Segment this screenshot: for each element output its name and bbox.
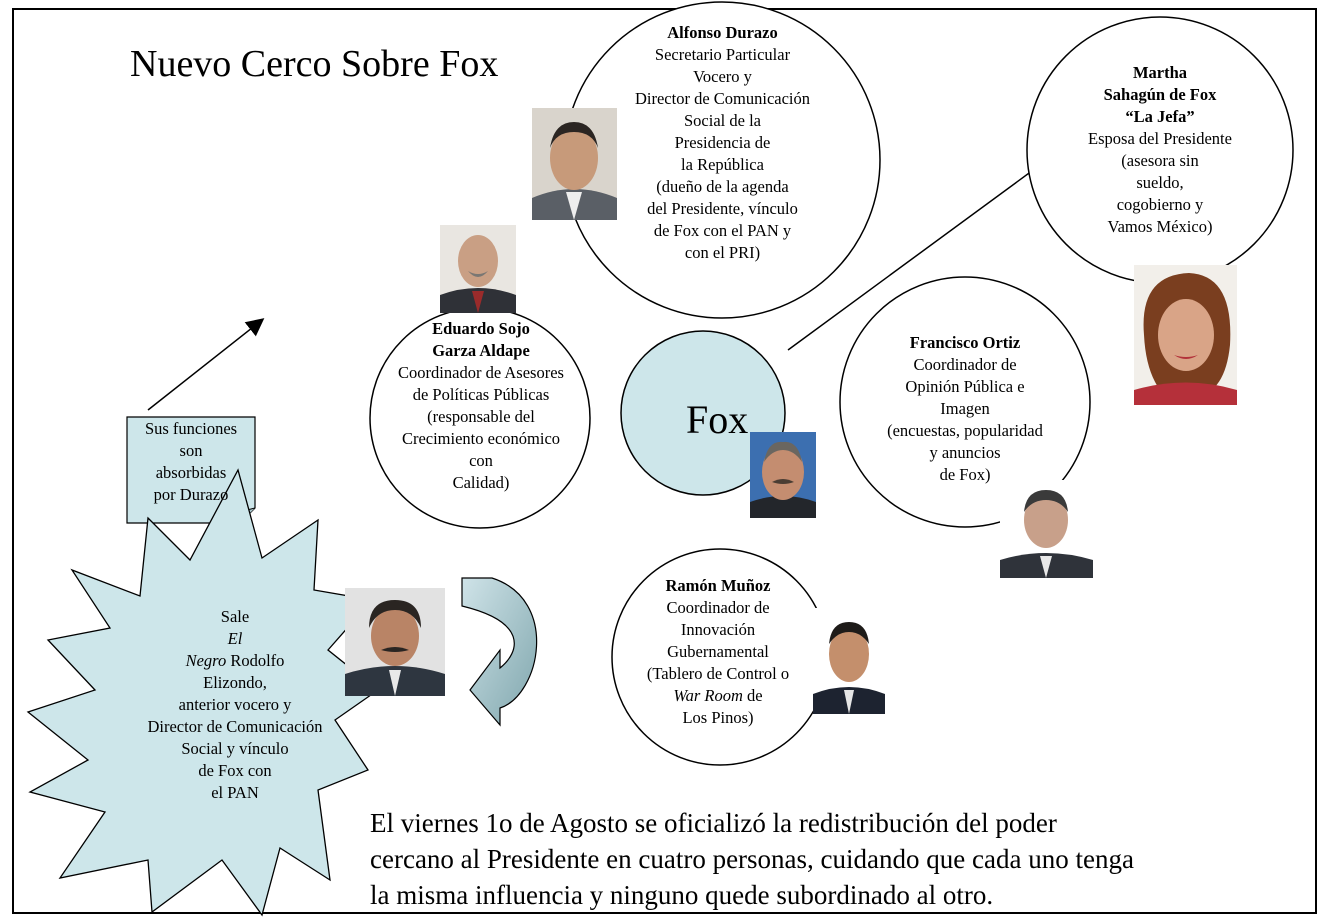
portrait-image — [532, 108, 617, 220]
ortiz-name: Francisco Ortiz — [909, 333, 1021, 352]
burst-line: el PAN — [211, 783, 259, 802]
durazo-name: Alfonso Durazo — [667, 23, 778, 42]
ortiz-text: Francisco Ortiz Coordinador de Opinión P… — [850, 332, 1080, 486]
ortiz-line: Imagen — [940, 399, 990, 418]
note-text: Sus funciones son absorbidas por Durazo — [128, 418, 254, 506]
sojo-line: Calidad) — [452, 473, 510, 492]
portrait-image — [1134, 265, 1237, 405]
sojo-line: (responsable del — [427, 407, 535, 426]
ortiz-photo — [1000, 480, 1093, 578]
martha-line: Esposa del Presidente — [1088, 129, 1232, 148]
munoz-line-warroom: War Room de — [618, 685, 818, 707]
sojo-name-line: Eduardo Sojo — [432, 319, 530, 338]
munoz-line: (Tablero de Control o — [646, 664, 790, 683]
note-line: son — [179, 441, 203, 460]
note-line: Sus funciones — [144, 419, 238, 438]
munoz-war-room: War Room — [673, 686, 743, 705]
portrait-image — [1000, 480, 1093, 578]
burst-line: Social y vínculo — [181, 739, 289, 758]
connector-fox-martha — [787, 164, 1041, 351]
footer-line: cercano al Presidente en cuatro personas… — [370, 844, 1134, 874]
ortiz-line: de Fox) — [939, 465, 991, 484]
sojo-line: con — [469, 451, 493, 470]
page-title: Nuevo Cerco Sobre Fox — [130, 43, 499, 85]
curved-arrow — [461, 577, 538, 727]
durazo-line: del Presidente, vínculo — [647, 199, 798, 218]
sojo-line: de Políticas Públicas — [412, 385, 550, 404]
durazo-text: Alfonso Durazo Secretario Particular Voc… — [600, 22, 845, 264]
footer-paragraph: El viernes 1o de Agosto se oficializó la… — [370, 805, 1134, 913]
burst-line: Director de Comunicación — [147, 717, 323, 736]
ortiz-line: (encuestas, popularidad — [887, 421, 1043, 440]
burst-text: Sale El Negro Rodolfo Elizondo, anterior… — [110, 606, 360, 804]
durazo-line: de Fox con el PAN y — [653, 221, 792, 240]
munoz-photo — [813, 608, 885, 714]
martha-line: (asesora sin — [1121, 151, 1199, 170]
fox-label: Fox — [686, 397, 749, 442]
durazo-line: la República — [681, 155, 764, 174]
durazo-line: (dueño de la agenda — [656, 177, 789, 196]
durazo-line: Secretario Particular — [654, 45, 791, 64]
martha-name-line: Sahagún de Fox — [1103, 85, 1217, 104]
durazo-photo — [532, 108, 617, 220]
munoz-text: Ramón Muñoz Coordinador de Innovación Gu… — [618, 575, 818, 729]
munoz-line: Gubernamental — [667, 642, 769, 661]
martha-line: Vamos México) — [1107, 217, 1213, 236]
sojo-line: Coordinador de Asesores — [398, 363, 564, 382]
martha-line: sueldo, — [1136, 173, 1184, 192]
slide-frame — [12, 8, 1317, 914]
burst-shape — [26, 468, 380, 917]
portrait-image — [440, 225, 516, 313]
durazo-line: Director de Comunicación — [634, 89, 811, 108]
munoz-line: Innovación — [680, 620, 756, 639]
martha-name-line: Martha — [1132, 63, 1188, 82]
ortiz-circle — [839, 276, 1091, 528]
sojo-photo — [440, 225, 516, 313]
martha-photo — [1134, 265, 1237, 405]
ortiz-line: Coordinador de — [913, 355, 1017, 374]
sojo-name-line: Garza Aldape — [432, 341, 530, 360]
munoz-war-room-suffix: de — [742, 686, 763, 705]
burst-line: anterior vocero y — [178, 695, 292, 714]
ortiz-line: y anuncios — [929, 443, 1001, 462]
burst-el: El — [227, 629, 243, 648]
note-line: por Durazo — [153, 485, 229, 504]
durazo-line: con el PRI) — [684, 243, 761, 262]
burst-line: de Fox con — [198, 761, 272, 780]
munoz-line: Coordinador de — [666, 598, 770, 617]
durazo-line: Social de la — [684, 111, 761, 130]
martha-name-line: “La Jefa” — [1125, 107, 1195, 126]
burst-line-nickname: Negro Rodolfo — [110, 650, 360, 672]
elizondo-photo — [345, 588, 445, 696]
burst-negro: Negro — [185, 651, 227, 670]
martha-line: cogobierno y — [1116, 195, 1204, 214]
martha-text: Martha Sahagún de Fox “La Jefa” Esposa d… — [1040, 62, 1280, 238]
sojo-text: Eduardo Sojo Garza Aldape Coordinador de… — [370, 318, 592, 494]
burst-line-italic: El — [110, 628, 360, 650]
portrait-image — [750, 432, 816, 518]
sojo-line: Crecimiento económico — [401, 429, 561, 448]
note-arrow — [147, 318, 265, 411]
note-line: absorbidas — [155, 463, 227, 482]
burst-line: Elizondo, — [203, 673, 267, 692]
portrait-image — [345, 588, 445, 696]
footer-line: El viernes 1o de Agosto se oficializó la… — [370, 808, 1057, 838]
ortiz-line: Opinión Pública e — [905, 377, 1025, 396]
munoz-line: Los Pinos) — [682, 708, 754, 727]
burst-line: Sale — [220, 607, 250, 626]
fox-circle — [620, 330, 786, 496]
durazo-line: Vocero y — [693, 67, 752, 86]
footer-line: la misma influencia y ninguno quede subo… — [370, 880, 994, 910]
fox-photo — [750, 432, 816, 518]
durazo-line: Presidencia de — [674, 133, 771, 152]
burst-rodolfo: Rodolfo — [226, 651, 285, 670]
munoz-name: Ramón Muñoz — [665, 576, 771, 595]
portrait-image — [813, 608, 885, 714]
